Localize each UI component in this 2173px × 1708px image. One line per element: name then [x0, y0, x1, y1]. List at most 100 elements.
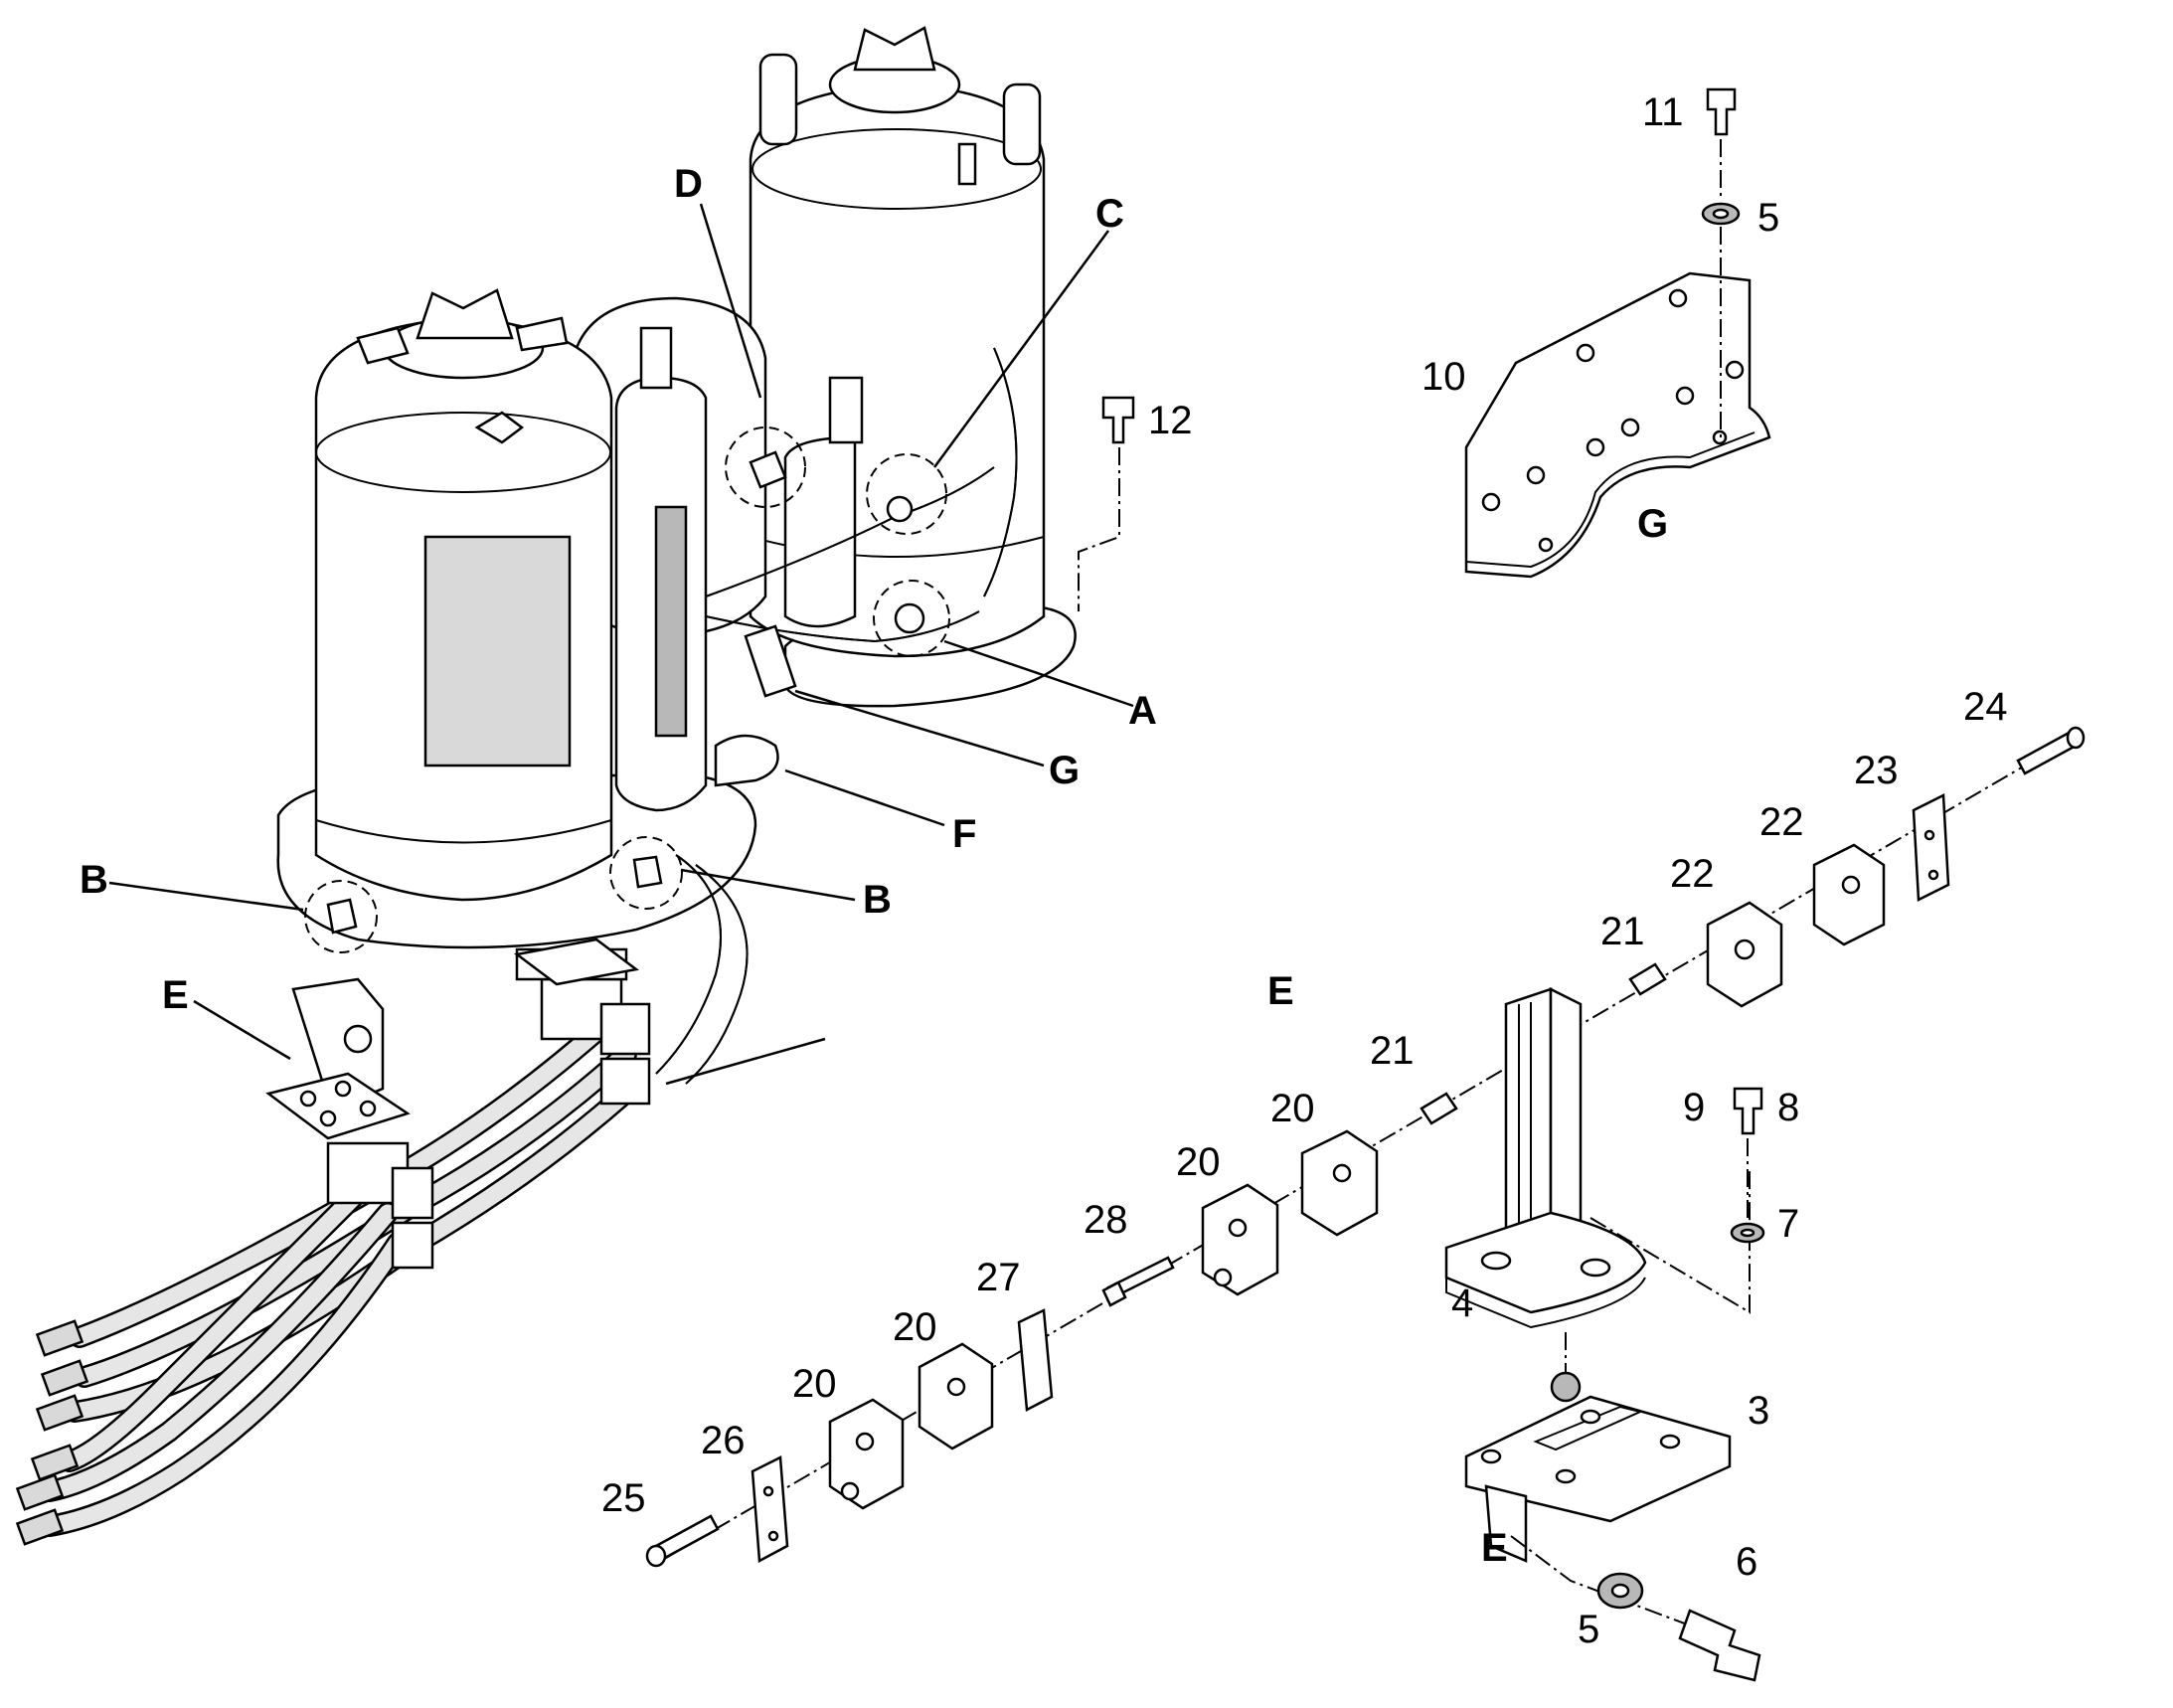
assembly-leaders [108, 203, 1134, 1086]
detail-e-exploded [645, 726, 2086, 1682]
leader-f [784, 769, 945, 827]
front-compressor-label-plate [423, 535, 572, 768]
suction-tube-inner [705, 466, 995, 598]
part-label-26: 26 [701, 1419, 746, 1462]
filter-drier-cap [828, 376, 864, 444]
detail-c-fitting [886, 495, 914, 523]
bolt-12-centerline [1078, 447, 1120, 611]
callout-labels: D C A G F B B E E E G [80, 162, 1668, 1570]
part-label-20-c: 20 [893, 1305, 937, 1349]
part-label-24: 24 [1963, 685, 2008, 729]
part-number-labels: 11 5 10 12 24 23 22 22 21 21 20 20 28 27… [601, 90, 2008, 1651]
clamp-20-upper-left [1201, 1183, 1279, 1296]
part-label-21-lower: 21 [1370, 1029, 1415, 1073]
part-label-3: 3 [1748, 1389, 1769, 1433]
front-top-tab-right [515, 316, 569, 352]
base-bracket-3 [1464, 1371, 1732, 1563]
part-label-6: 6 [1736, 1540, 1757, 1584]
bracket-under-base [513, 938, 640, 986]
accumulator-fitting-top [639, 326, 673, 390]
detail-g-plate [1464, 87, 1771, 579]
bracket-e-installed [265, 977, 411, 1140]
discharge-tube-inner [705, 610, 980, 643]
bolt-6 [1678, 1609, 1761, 1682]
part-label-20-a: 20 [1270, 1087, 1315, 1130]
part-label-4: 4 [1451, 1281, 1473, 1325]
clamp-20-lower-right [918, 1342, 994, 1451]
detail-circle-d [725, 427, 806, 508]
channel-4 [1444, 986, 1647, 1329]
channel-4-centerline [1589, 1168, 1751, 1314]
part-label-12: 12 [1148, 399, 1193, 442]
part-label-5-top: 5 [1757, 196, 1779, 240]
part-label-9: 9 [1683, 1086, 1705, 1129]
detail-b-left-clip [326, 898, 358, 935]
callout-a: A [1128, 689, 1157, 733]
callout-g-detail: G [1637, 502, 1668, 546]
plate-23 [1912, 793, 1950, 902]
leader-b-left [108, 881, 304, 912]
rear-lifting-lug-right [1002, 83, 1042, 166]
detail-circle-b-right [609, 836, 683, 910]
front-compressor-rim [315, 412, 611, 493]
leader-g [794, 689, 1045, 768]
bolt-12 [1101, 396, 1135, 444]
plate-10-flange [1465, 431, 1755, 569]
detail-a-fitting [894, 602, 925, 634]
part-label-20-d: 20 [792, 1362, 837, 1406]
part-label-11: 11 [1642, 90, 1684, 134]
rear-side-tube-inner [983, 347, 1018, 598]
clamp-22-right [1812, 843, 1886, 946]
rear-top-terminal [853, 26, 936, 72]
bracket-g-installed [744, 624, 797, 698]
callout-b-left: B [80, 858, 108, 902]
detail-circle-b-left [304, 880, 378, 953]
callout-b-right: B [863, 878, 892, 922]
part-label-20-b: 20 [1176, 1140, 1221, 1184]
part-label-8: 8 [1777, 1086, 1799, 1129]
compressor-assembly [15, 26, 1135, 1546]
front-top-bracket [474, 411, 525, 444]
part-label-27: 27 [976, 1256, 1021, 1299]
part-label-21-upper: 21 [1600, 910, 1645, 953]
leader-unlabeled [665, 1037, 826, 1086]
callout-e-bracket: E [1481, 1526, 1508, 1570]
hose-end-fittings [15, 1319, 89, 1546]
callout-g-assembly: G [1049, 749, 1080, 792]
callout-f: F [952, 812, 976, 856]
bolt-11 [1706, 87, 1737, 136]
detail-circle-c [866, 453, 947, 535]
part-label-25: 25 [601, 1476, 646, 1520]
fitting-21-upper [1628, 962, 1667, 996]
clamp-20-upper-right [1300, 1129, 1379, 1237]
front-top-terminal [416, 288, 514, 340]
part-label-28: 28 [1084, 1198, 1128, 1242]
detail-b-right-clip [632, 855, 663, 889]
plate-26 [751, 1455, 789, 1564]
bracket-f [714, 734, 779, 787]
callout-c: C [1095, 192, 1124, 236]
rear-top-fitting [957, 142, 977, 186]
front-top-tab-left [356, 326, 410, 365]
part-label-23: 23 [1854, 749, 1899, 792]
part-label-22-right: 22 [1759, 800, 1804, 844]
detail-circle-a [873, 580, 950, 657]
part-label-22-left: 22 [1670, 852, 1715, 896]
plate-10 [1464, 271, 1771, 579]
leader-a [943, 639, 1134, 708]
rear-compressor-top-rim [752, 128, 1042, 210]
filter-drier [783, 435, 857, 628]
part-label-5-bottom: 5 [1578, 1608, 1599, 1651]
callout-d: D [674, 162, 703, 206]
accumulator-clamp-strip [654, 505, 688, 738]
part-label-10: 10 [1421, 355, 1466, 399]
fitting-21-lower [1420, 1092, 1458, 1125]
rear-lifting-lug-left [758, 53, 798, 146]
leader-c [932, 230, 1110, 468]
bolt-9-8 [1733, 1087, 1763, 1135]
plate-27 [1017, 1308, 1054, 1412]
callout-e-detail: E [1267, 969, 1294, 1013]
callout-e-assembly: E [162, 973, 189, 1017]
